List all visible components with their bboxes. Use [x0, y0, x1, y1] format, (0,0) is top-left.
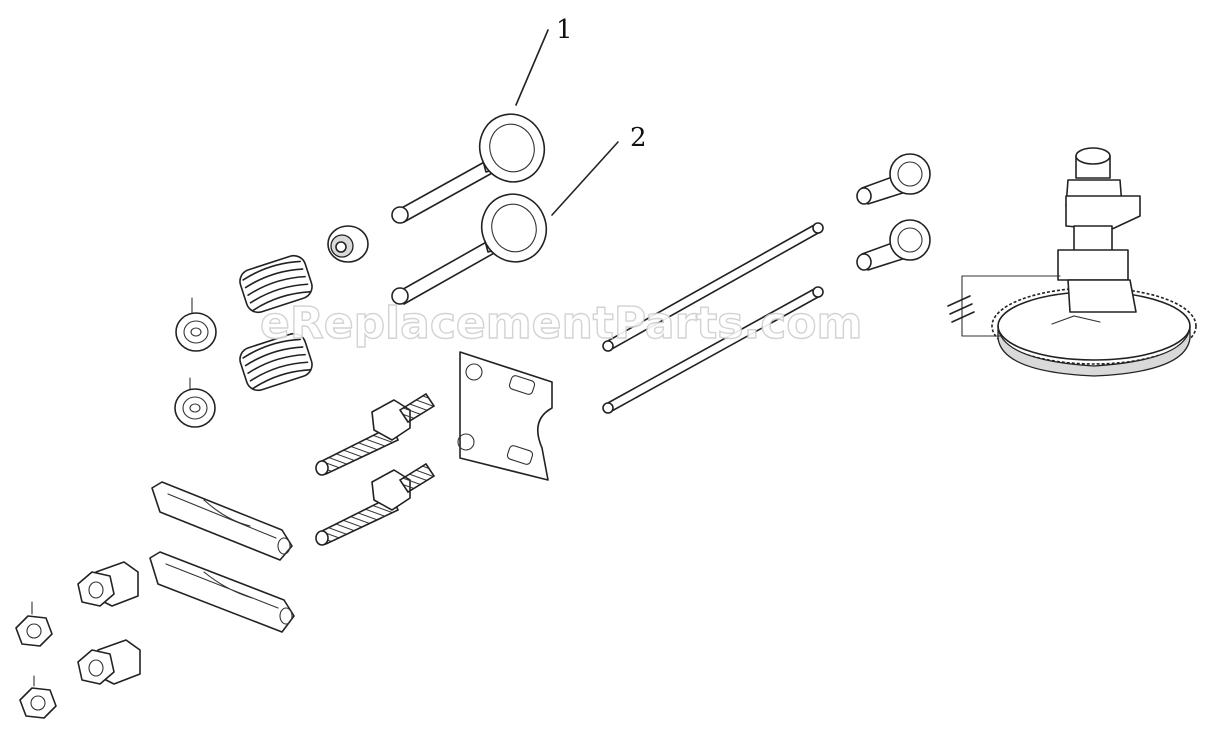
push-rod-guide-plate: [457, 351, 553, 481]
valve-stem-seal: [327, 225, 369, 263]
rocker-stud-lower: [315, 462, 436, 546]
watermark: eReplacementParts.com: [260, 298, 862, 349]
valve-spring-upper: [239, 254, 313, 314]
callout-2-leader: [551, 141, 619, 216]
spring-retainer-upper: [175, 297, 217, 352]
callout-1-label: 1: [556, 15, 573, 45]
valve-lower: [391, 193, 548, 305]
rocker-arm-upper: [151, 481, 293, 561]
valve-upper: [391, 113, 546, 224]
valve-spring-lower: [239, 332, 313, 392]
spring-retainer-lower: [174, 377, 216, 428]
push-rod-upper: [602, 222, 824, 352]
tappet-upper: [856, 153, 931, 205]
rocker-pivot-lower: [77, 639, 141, 685]
tappet-lower: [856, 219, 931, 271]
callout-2-label: 2: [630, 123, 647, 153]
rocker-pivot-upper: [77, 561, 139, 607]
push-rod-lower: [602, 286, 824, 414]
jam-nut-upper: [15, 601, 53, 647]
camshaft-gear-assembly: [947, 147, 1197, 377]
jam-nut-lower: [19, 675, 57, 719]
callout-1-leader: [515, 29, 549, 106]
rocker-stud-upper: [315, 392, 436, 476]
rocker-arm-lower: [149, 551, 295, 633]
